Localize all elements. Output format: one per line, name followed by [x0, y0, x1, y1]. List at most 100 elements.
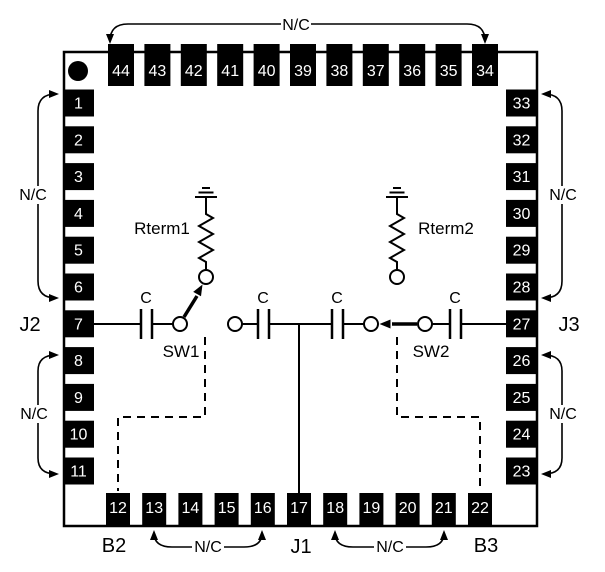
center-left-contact	[227, 316, 243, 332]
pin-43: 43	[144, 44, 171, 86]
pin-number: 28	[513, 280, 531, 297]
pin-3: 3	[63, 163, 94, 191]
pin-pad	[506, 89, 537, 117]
nc-label-bottom-right: N/C	[376, 539, 404, 556]
pin-pad	[468, 493, 492, 527]
pin-41: 41	[217, 44, 244, 86]
pin-number: 43	[149, 63, 167, 80]
pin-pad	[63, 89, 94, 117]
pin-number: 23	[513, 464, 531, 481]
pin-pad	[214, 493, 239, 527]
nc-bracket-right-upper-bottom	[541, 204, 563, 302]
label-b2: B2	[102, 535, 126, 557]
pin-number: 21	[435, 500, 453, 517]
pin-27: 27	[506, 310, 537, 338]
pin-pad	[63, 420, 94, 448]
pin-pad	[506, 273, 537, 301]
ground-symbol-rterm1	[195, 187, 217, 198]
pin-number: 35	[440, 63, 458, 80]
pin-number: 6	[74, 280, 83, 297]
pin-number: 8	[74, 353, 83, 370]
pin-number: 4	[74, 206, 83, 223]
pin-pad	[63, 163, 94, 191]
pin-10: 10	[63, 420, 94, 448]
nc-label-top: N/C	[282, 17, 310, 34]
label-b3: B3	[474, 535, 498, 557]
pin-number: 32	[513, 132, 531, 149]
pin-pad	[506, 199, 537, 227]
pin-number: 22	[471, 500, 489, 517]
nc-bracket-right-lower-bottom	[541, 423, 563, 478]
pin-32: 32	[506, 126, 537, 154]
pin-pad	[431, 493, 456, 527]
pin-35: 35	[435, 44, 462, 86]
nc-bracket-bottom-left-l	[150, 530, 192, 548]
pin-pad	[395, 493, 420, 527]
nc-bracket-bottom-left-r	[224, 530, 266, 548]
pin-number: 27	[513, 316, 531, 333]
pin-number: 34	[476, 63, 494, 80]
pin-5: 5	[63, 236, 94, 264]
pin-20: 20	[395, 493, 420, 527]
sw2-control-dashed-line	[396, 337, 481, 491]
sw1-label: SW1	[163, 342, 200, 361]
ground-symbol-rterm2	[386, 187, 408, 198]
pin-pad	[63, 310, 94, 338]
pin-pad	[63, 457, 94, 485]
pin-pad	[506, 347, 537, 375]
pin-pad	[506, 383, 537, 411]
cap-label-j3: C	[449, 290, 461, 307]
nc-bracket-top-left-arm	[106, 23, 281, 44]
pin-number: 38	[331, 63, 349, 80]
rterm2-label: Rterm2	[418, 219, 474, 238]
pin-number: 5	[74, 243, 83, 260]
pin-number: 20	[399, 500, 417, 517]
nc-bracket-bottom-right-l	[331, 530, 374, 548]
sw1-pole-contact	[172, 316, 188, 332]
cap-label-center-right: C	[331, 290, 343, 307]
pin-15: 15	[214, 493, 239, 527]
pin-pad	[326, 44, 353, 86]
pin-number: 17	[290, 500, 308, 517]
pin-37: 37	[362, 44, 389, 86]
pin-number: 44	[112, 63, 130, 80]
pin-number: 1	[74, 96, 83, 113]
label-j2: J2	[19, 314, 40, 336]
sw2-arm-arrowhead	[379, 319, 391, 329]
pin-number: 42	[185, 63, 203, 80]
rterm2-contact	[389, 269, 405, 285]
label-j3: J3	[558, 314, 579, 336]
pin-number: 29	[513, 243, 531, 260]
rterm2-resistor	[387, 197, 407, 270]
pin-42: 42	[180, 44, 207, 86]
pin-pad	[63, 347, 94, 375]
cap-label-j2: C	[140, 290, 152, 307]
pin-pad	[506, 457, 537, 485]
sw1-control-dashed-line	[117, 337, 206, 491]
pin-pad	[472, 44, 498, 86]
pin-number: 25	[513, 390, 531, 407]
nc-brackets: N/C N/C N/C N/C N/C N/C N/C	[19, 17, 577, 556]
pin-1: 1	[63, 89, 94, 117]
pin-18: 18	[323, 493, 348, 527]
sw1-arm	[182, 295, 199, 318]
rterm1-resistor	[196, 197, 216, 270]
pin-pad	[435, 44, 462, 86]
pin-number: 11	[70, 464, 87, 481]
pin-number: 18	[326, 500, 344, 517]
pin-pad	[217, 44, 244, 86]
nc-bracket-top-right-arm	[311, 23, 489, 44]
pin-number: 33	[513, 96, 531, 113]
pin-23: 23	[506, 457, 537, 485]
pin-number: 3	[74, 169, 83, 186]
pin-number: 37	[367, 63, 385, 80]
pin-19: 19	[359, 493, 384, 527]
pin-number: 31	[513, 169, 531, 186]
pin-4: 4	[63, 199, 94, 227]
pin-36: 36	[399, 44, 426, 86]
pin-pad	[250, 493, 275, 527]
internal-circuit: Rterm1 Rterm2 SW1 SW2 C C C C	[94, 187, 506, 493]
pin-pad	[253, 44, 280, 86]
pin-pad	[359, 493, 384, 527]
